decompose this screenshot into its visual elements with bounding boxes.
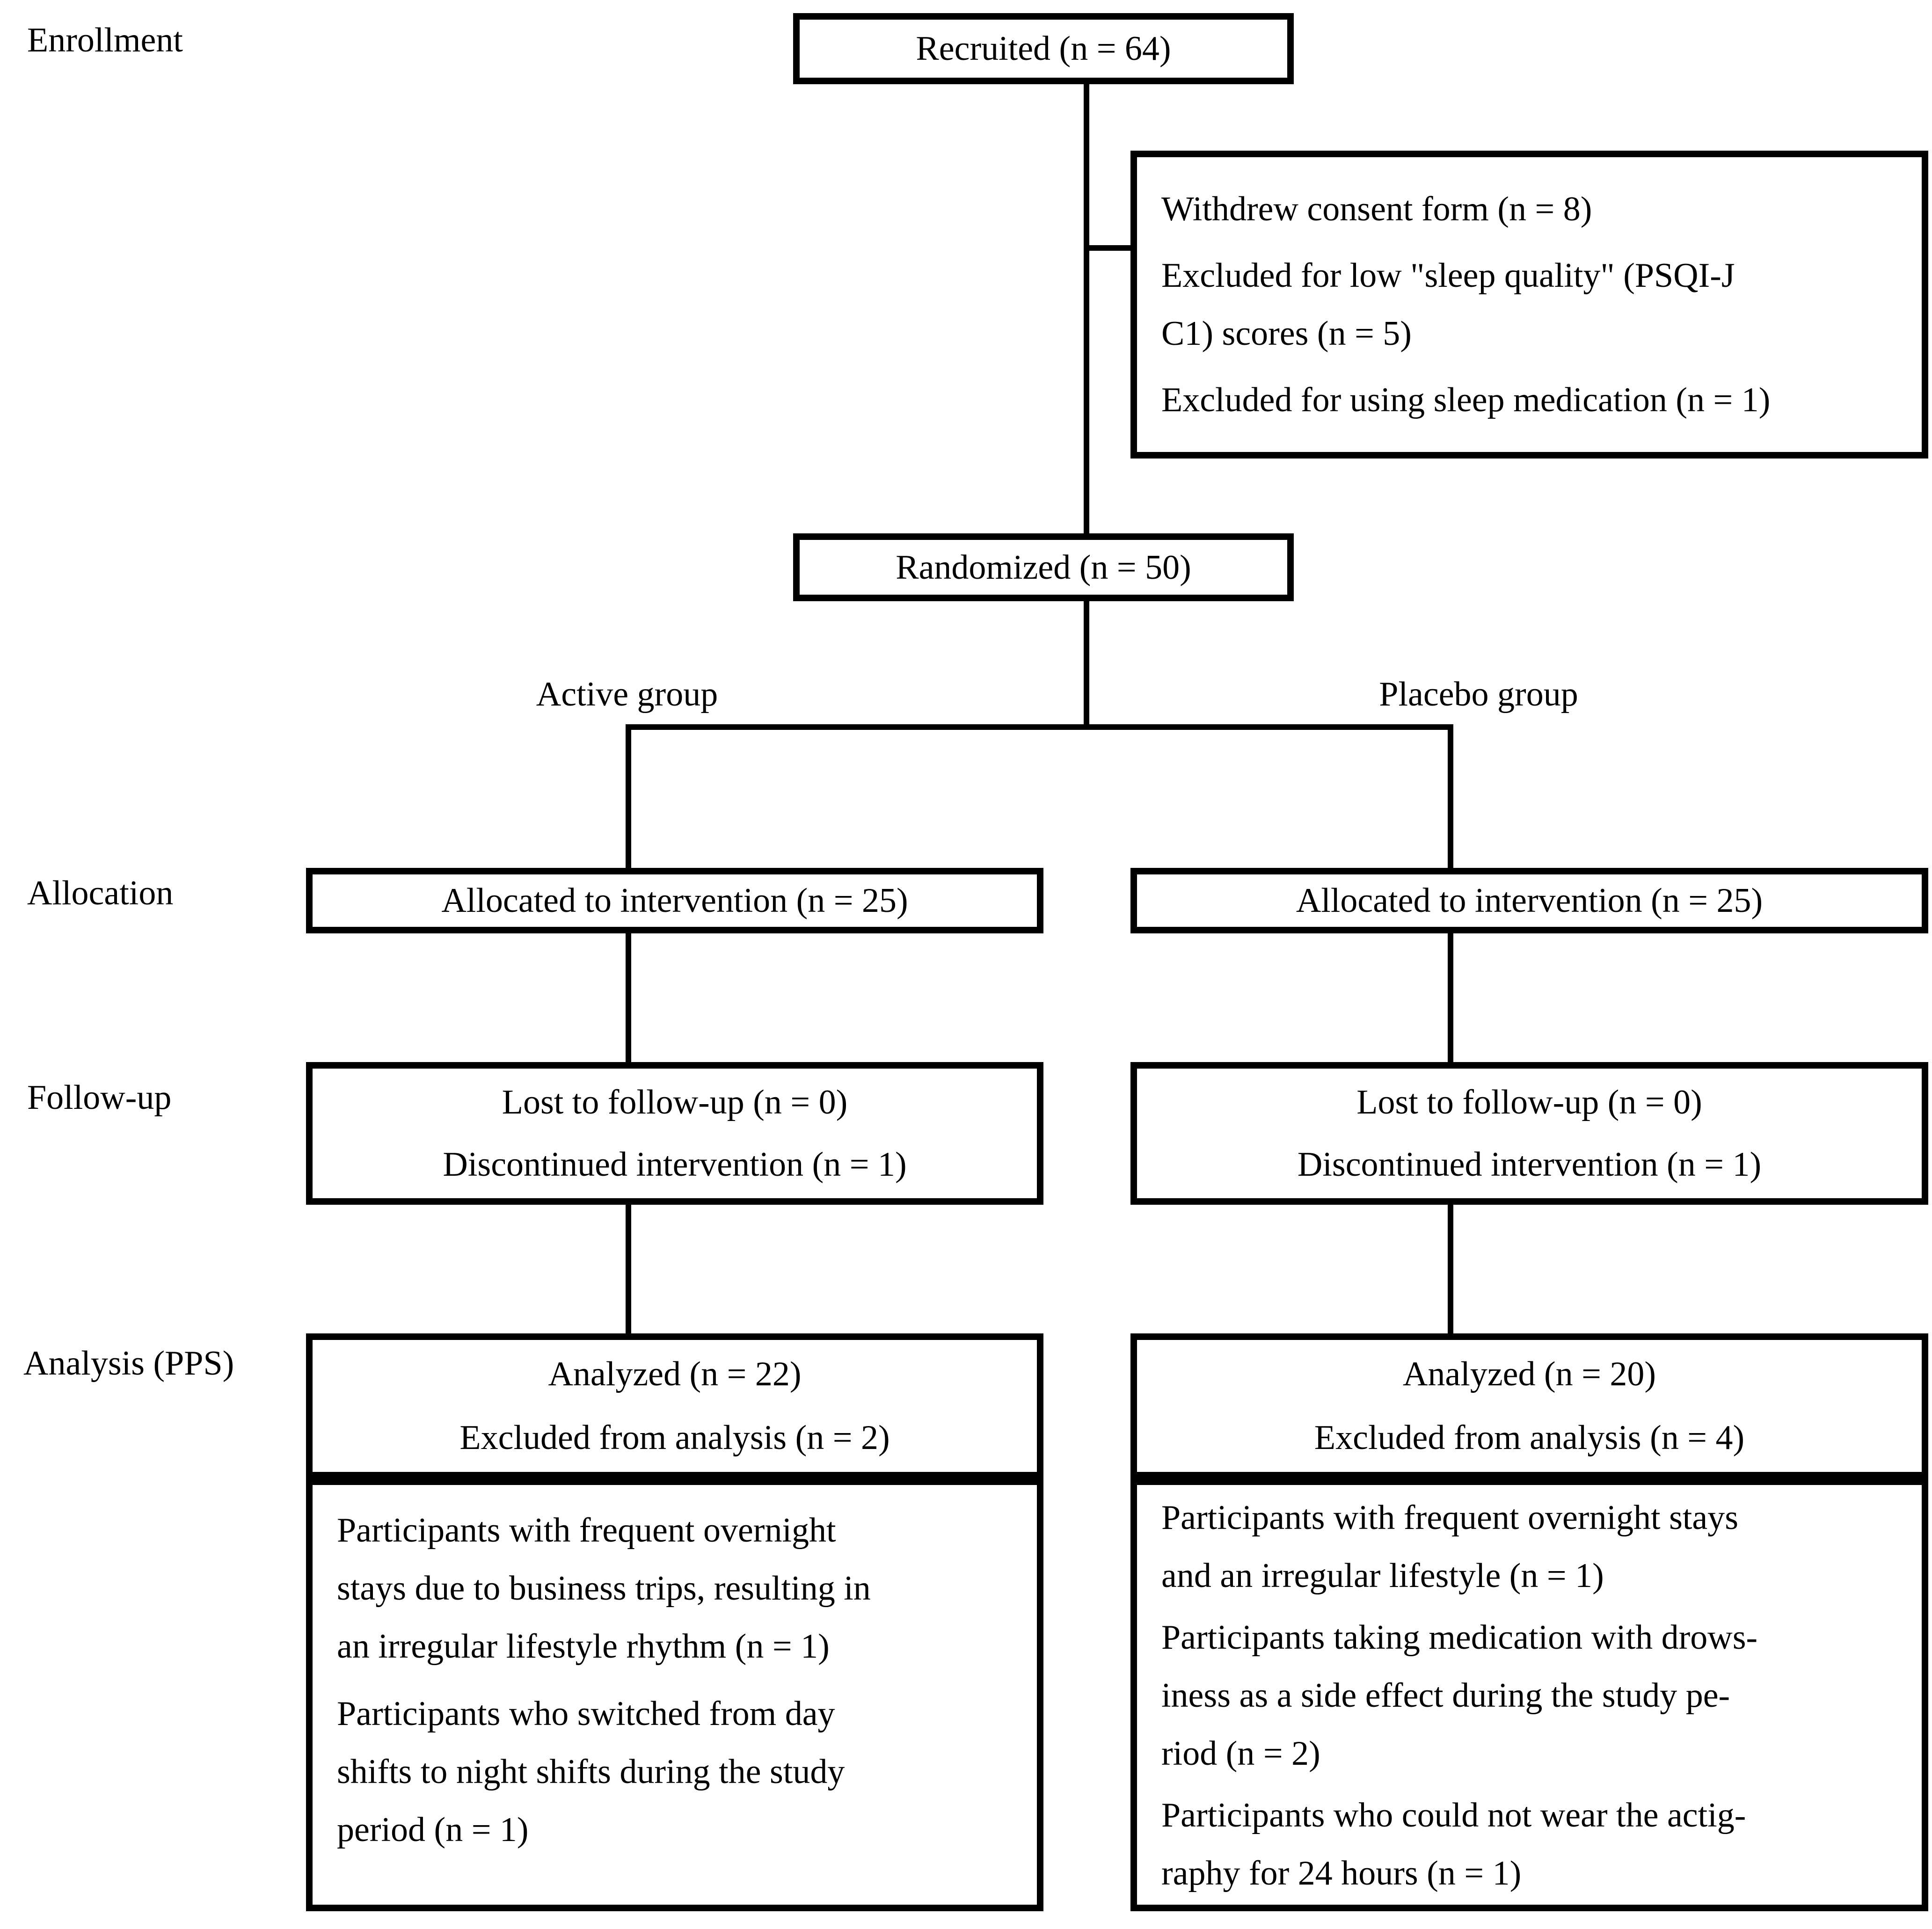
exclusion-line: Excluded for low "sleep quality" (PSQI-J [1161, 256, 1735, 295]
connector-allocation-to-follow-up-active [626, 933, 631, 1062]
exclusion-reason-line: stays due to business trips, resulting i… [337, 1569, 871, 1608]
connector-follow-up-to-analysis-placebo [1448, 1205, 1453, 1333]
stage-label-follow-up: Follow-up [27, 1078, 172, 1117]
connector-follow-up-to-analysis-active [626, 1205, 631, 1333]
analysis-box-placebo: Analyzed (n = 20) Excluded from analysis… [1130, 1333, 1928, 1478]
connector-split-to-allocation-placebo [1448, 724, 1453, 868]
follow-up-line: Lost to follow-up (n = 0) [1356, 1083, 1702, 1121]
stage-label-allocation: Allocation [27, 874, 174, 912]
recruited-box: Recruited (n = 64) [793, 13, 1294, 84]
exclusion-reason-line: riod (n = 2) [1161, 1734, 1320, 1773]
exclusion-line: Withdrew consent form (n = 8) [1161, 190, 1592, 228]
exclusion-reason-line: Participants who could not wear the acti… [1161, 1796, 1746, 1834]
follow-up-line: Lost to follow-up (n = 0) [502, 1083, 848, 1121]
exclusion-reason-line: and an irregular lifestyle (n = 1) [1161, 1557, 1604, 1595]
follow-up-box-active: Lost to follow-up (n = 0) Discontinued i… [306, 1062, 1043, 1205]
exclusion-reason-line: period (n = 1) [337, 1811, 529, 1849]
exclusion-reason-line: shifts to night shifts during the study [337, 1753, 845, 1791]
analysis-line: Analyzed (n = 22) [548, 1355, 802, 1394]
allocation-box-placebo: Allocated to intervention (n = 25) [1130, 868, 1928, 933]
randomized-box: Randomized (n = 50) [793, 533, 1294, 601]
recruited-text: Recruited (n = 64) [916, 29, 1171, 68]
exclusion-box: Withdrew consent form (n = 8) Excluded f… [1130, 151, 1928, 459]
allocation-text-placebo: Allocated to intervention (n = 25) [1296, 881, 1763, 920]
analysis-line: Analyzed (n = 20) [1402, 1355, 1656, 1394]
connector-split-horizontal [626, 724, 1453, 730]
exclusion-reason-line: Participants taking medication with drow… [1161, 1618, 1758, 1657]
exclusion-line: Excluded for using sleep medication (n =… [1161, 381, 1771, 419]
analysis-exclusion-detail-box-placebo: Participants with frequent overnight sta… [1130, 1478, 1928, 1911]
exclusion-reason-line: Participants who switched from day [337, 1695, 835, 1733]
connector-randomized-to-split [1084, 601, 1089, 724]
analysis-box-active: Analyzed (n = 22) Excluded from analysis… [306, 1333, 1043, 1478]
analysis-exclusion-detail-box-active: Participants with frequent overnight sta… [306, 1478, 1043, 1911]
exclusion-reason-line: an irregular lifestyle rhythm (n = 1) [337, 1627, 830, 1666]
exclusion-line: C1) scores (n = 5) [1161, 314, 1412, 353]
follow-up-box-placebo: Lost to follow-up (n = 0) Discontinued i… [1130, 1062, 1928, 1205]
allocation-box-active: Allocated to intervention (n = 25) [306, 868, 1043, 933]
analysis-line: Excluded from analysis (n = 2) [459, 1418, 890, 1457]
stage-label-analysis-pps: Analysis (PPS) [23, 1344, 234, 1383]
group-label-active: Active group [536, 675, 718, 713]
allocation-text-active: Allocated to intervention (n = 25) [441, 881, 908, 920]
exclusion-reason-line: iness as a side effect during the study … [1161, 1676, 1730, 1715]
connector-split-to-allocation-active [626, 724, 631, 868]
follow-up-line: Discontinued intervention (n = 1) [1297, 1145, 1762, 1184]
connector-branch-to-exclusion-box [1084, 245, 1130, 251]
connector-allocation-to-follow-up-placebo [1448, 933, 1453, 1062]
exclusion-reason-line: Participants with frequent overnight [337, 1511, 836, 1550]
stage-label-enrollment: Enrollment [27, 21, 183, 59]
analysis-line: Excluded from analysis (n = 4) [1314, 1418, 1745, 1457]
group-label-placebo: Placebo group [1379, 675, 1578, 713]
randomized-text: Randomized (n = 50) [896, 548, 1191, 587]
follow-up-line: Discontinued intervention (n = 1) [443, 1145, 907, 1184]
exclusion-reason-line: raphy for 24 hours (n = 1) [1161, 1854, 1522, 1893]
connector-recruited-to-randomized [1084, 84, 1089, 533]
exclusion-reason-line: Participants with frequent overnight sta… [1161, 1499, 1739, 1537]
